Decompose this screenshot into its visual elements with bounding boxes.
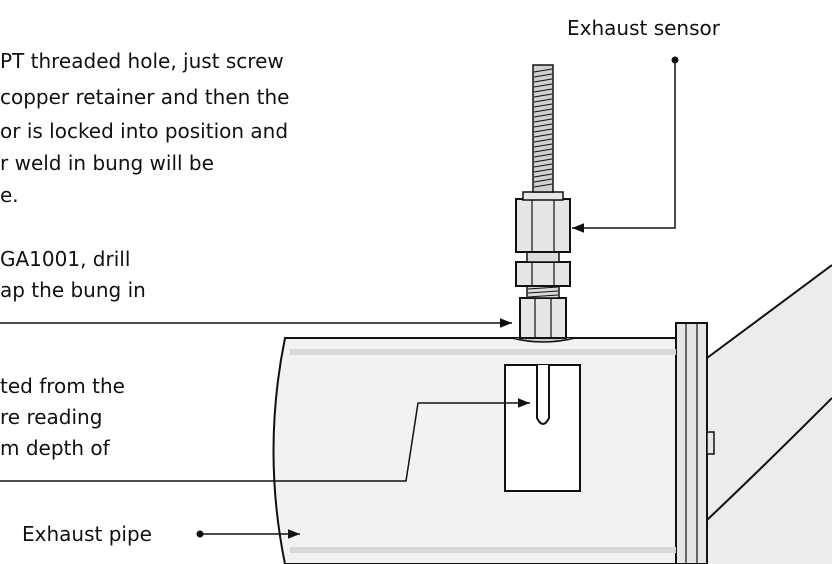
note-line: PT threaded hole, just screw bbox=[0, 49, 284, 73]
note-line: GA1001, drill bbox=[0, 247, 131, 271]
note-line: m depth of bbox=[0, 436, 110, 460]
cutaway-window bbox=[504, 364, 581, 492]
flange-bolt bbox=[706, 431, 715, 455]
note-line: or is locked into position and bbox=[0, 119, 289, 143]
sensor-cap bbox=[522, 191, 564, 201]
note-line: ted from the bbox=[0, 374, 125, 398]
note-line: re reading bbox=[0, 405, 103, 429]
note-line: e. bbox=[0, 183, 19, 207]
pipe-bend-inner-edge bbox=[706, 397, 832, 521]
lead-coils bbox=[533, 68, 553, 188]
exhaust-pipe-label: Exhaust pipe bbox=[22, 522, 152, 546]
note-line: ap the bung in bbox=[0, 278, 146, 302]
probe-tip bbox=[536, 365, 550, 425]
sensor-bung bbox=[519, 297, 567, 339]
note-line: copper retainer and then the bbox=[0, 85, 290, 109]
sensor-upper-nut bbox=[515, 198, 571, 253]
pipe-bend-outer-edge bbox=[706, 264, 832, 359]
exhaust-sensor-label: Exhaust sensor bbox=[567, 16, 720, 40]
note-line: r weld in bung will be bbox=[0, 151, 214, 175]
depth-leader bbox=[0, 398, 530, 482]
exhaust-pipe-body bbox=[272, 337, 677, 564]
pipe-bend bbox=[707, 265, 832, 564]
pipe-flange bbox=[675, 322, 708, 564]
sensor-leader bbox=[572, 60, 676, 233]
sensor-sleeve bbox=[526, 251, 560, 263]
sensor-middle-nut bbox=[515, 261, 571, 287]
